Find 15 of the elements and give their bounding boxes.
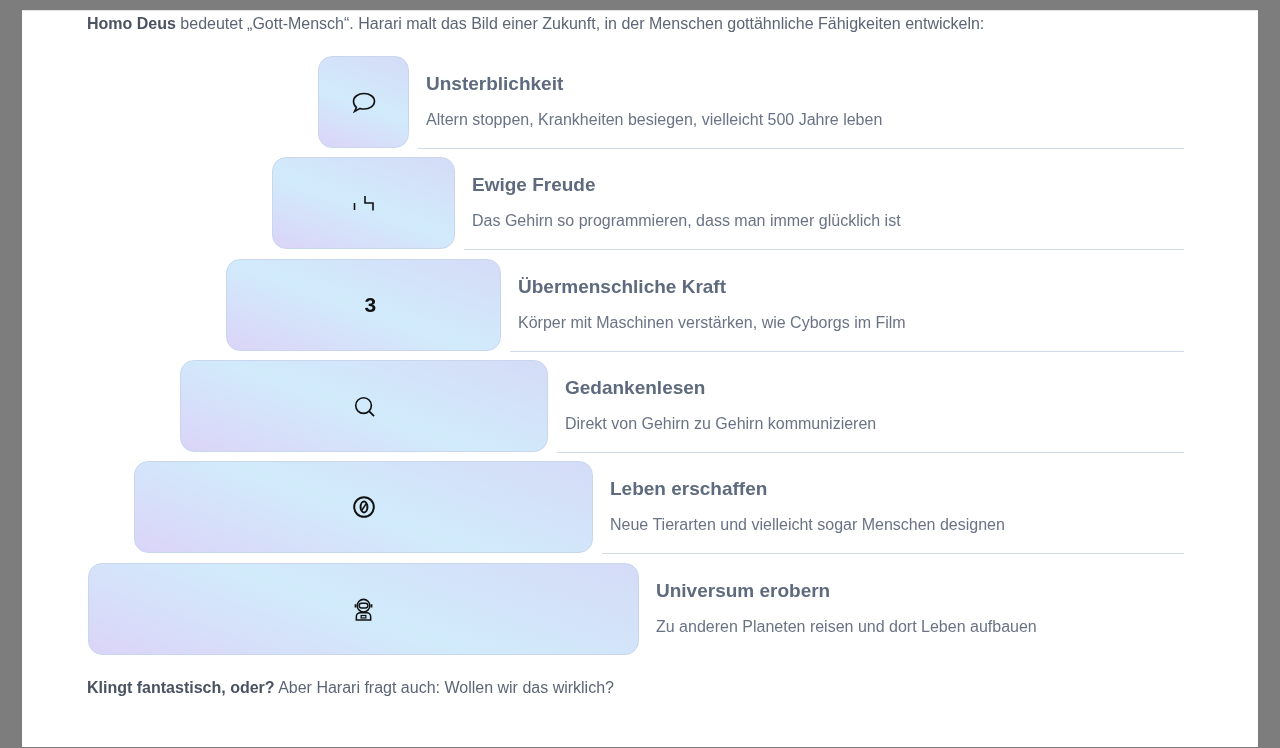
- tier-number: 3: [364, 293, 377, 317]
- tier-description: Neue Tierarten und vielleicht sogar Menschen designen: [610, 515, 1005, 535]
- tier-description: Das Gehirn so programmieren, dass man immer glücklich ist: [472, 211, 901, 231]
- closing-text: Klingt fantastisch, oder? Aber Harari fragt auch: Wollen wir das wirklich?: [87, 678, 614, 698]
- tier-heading: Übermenschliche Kraft: [518, 275, 726, 299]
- tier-heading: Ewige Freude: [472, 173, 596, 197]
- tier-description: Zu anderen Planeten reisen und dort Leben aufbauen: [656, 617, 1037, 637]
- tier-description: Direkt von Gehirn zu Gehirn kommunizieren: [565, 414, 877, 434]
- tier-heading: Leben erschaffen: [610, 477, 768, 501]
- tier-heading: Gedankenlesen: [565, 376, 706, 400]
- tier-description: Altern stoppen, Krankheiten besiegen, vielleicht 500 Jahre leben: [426, 110, 883, 130]
- tier-heading: Universum erobern: [656, 579, 831, 603]
- tier-description: Körper mit Maschinen verstärken, wie Cyborgs im Film: [518, 313, 906, 333]
- tier-heading: Unsterblichkeit: [426, 72, 564, 96]
- intro-text: Homo Deus bedeutet „Gott-Mensch“. Harari malt das Bild einer Zukunft, in der Menschen gottähnliche Fähigkeiten entwickeln:: [87, 14, 985, 34]
